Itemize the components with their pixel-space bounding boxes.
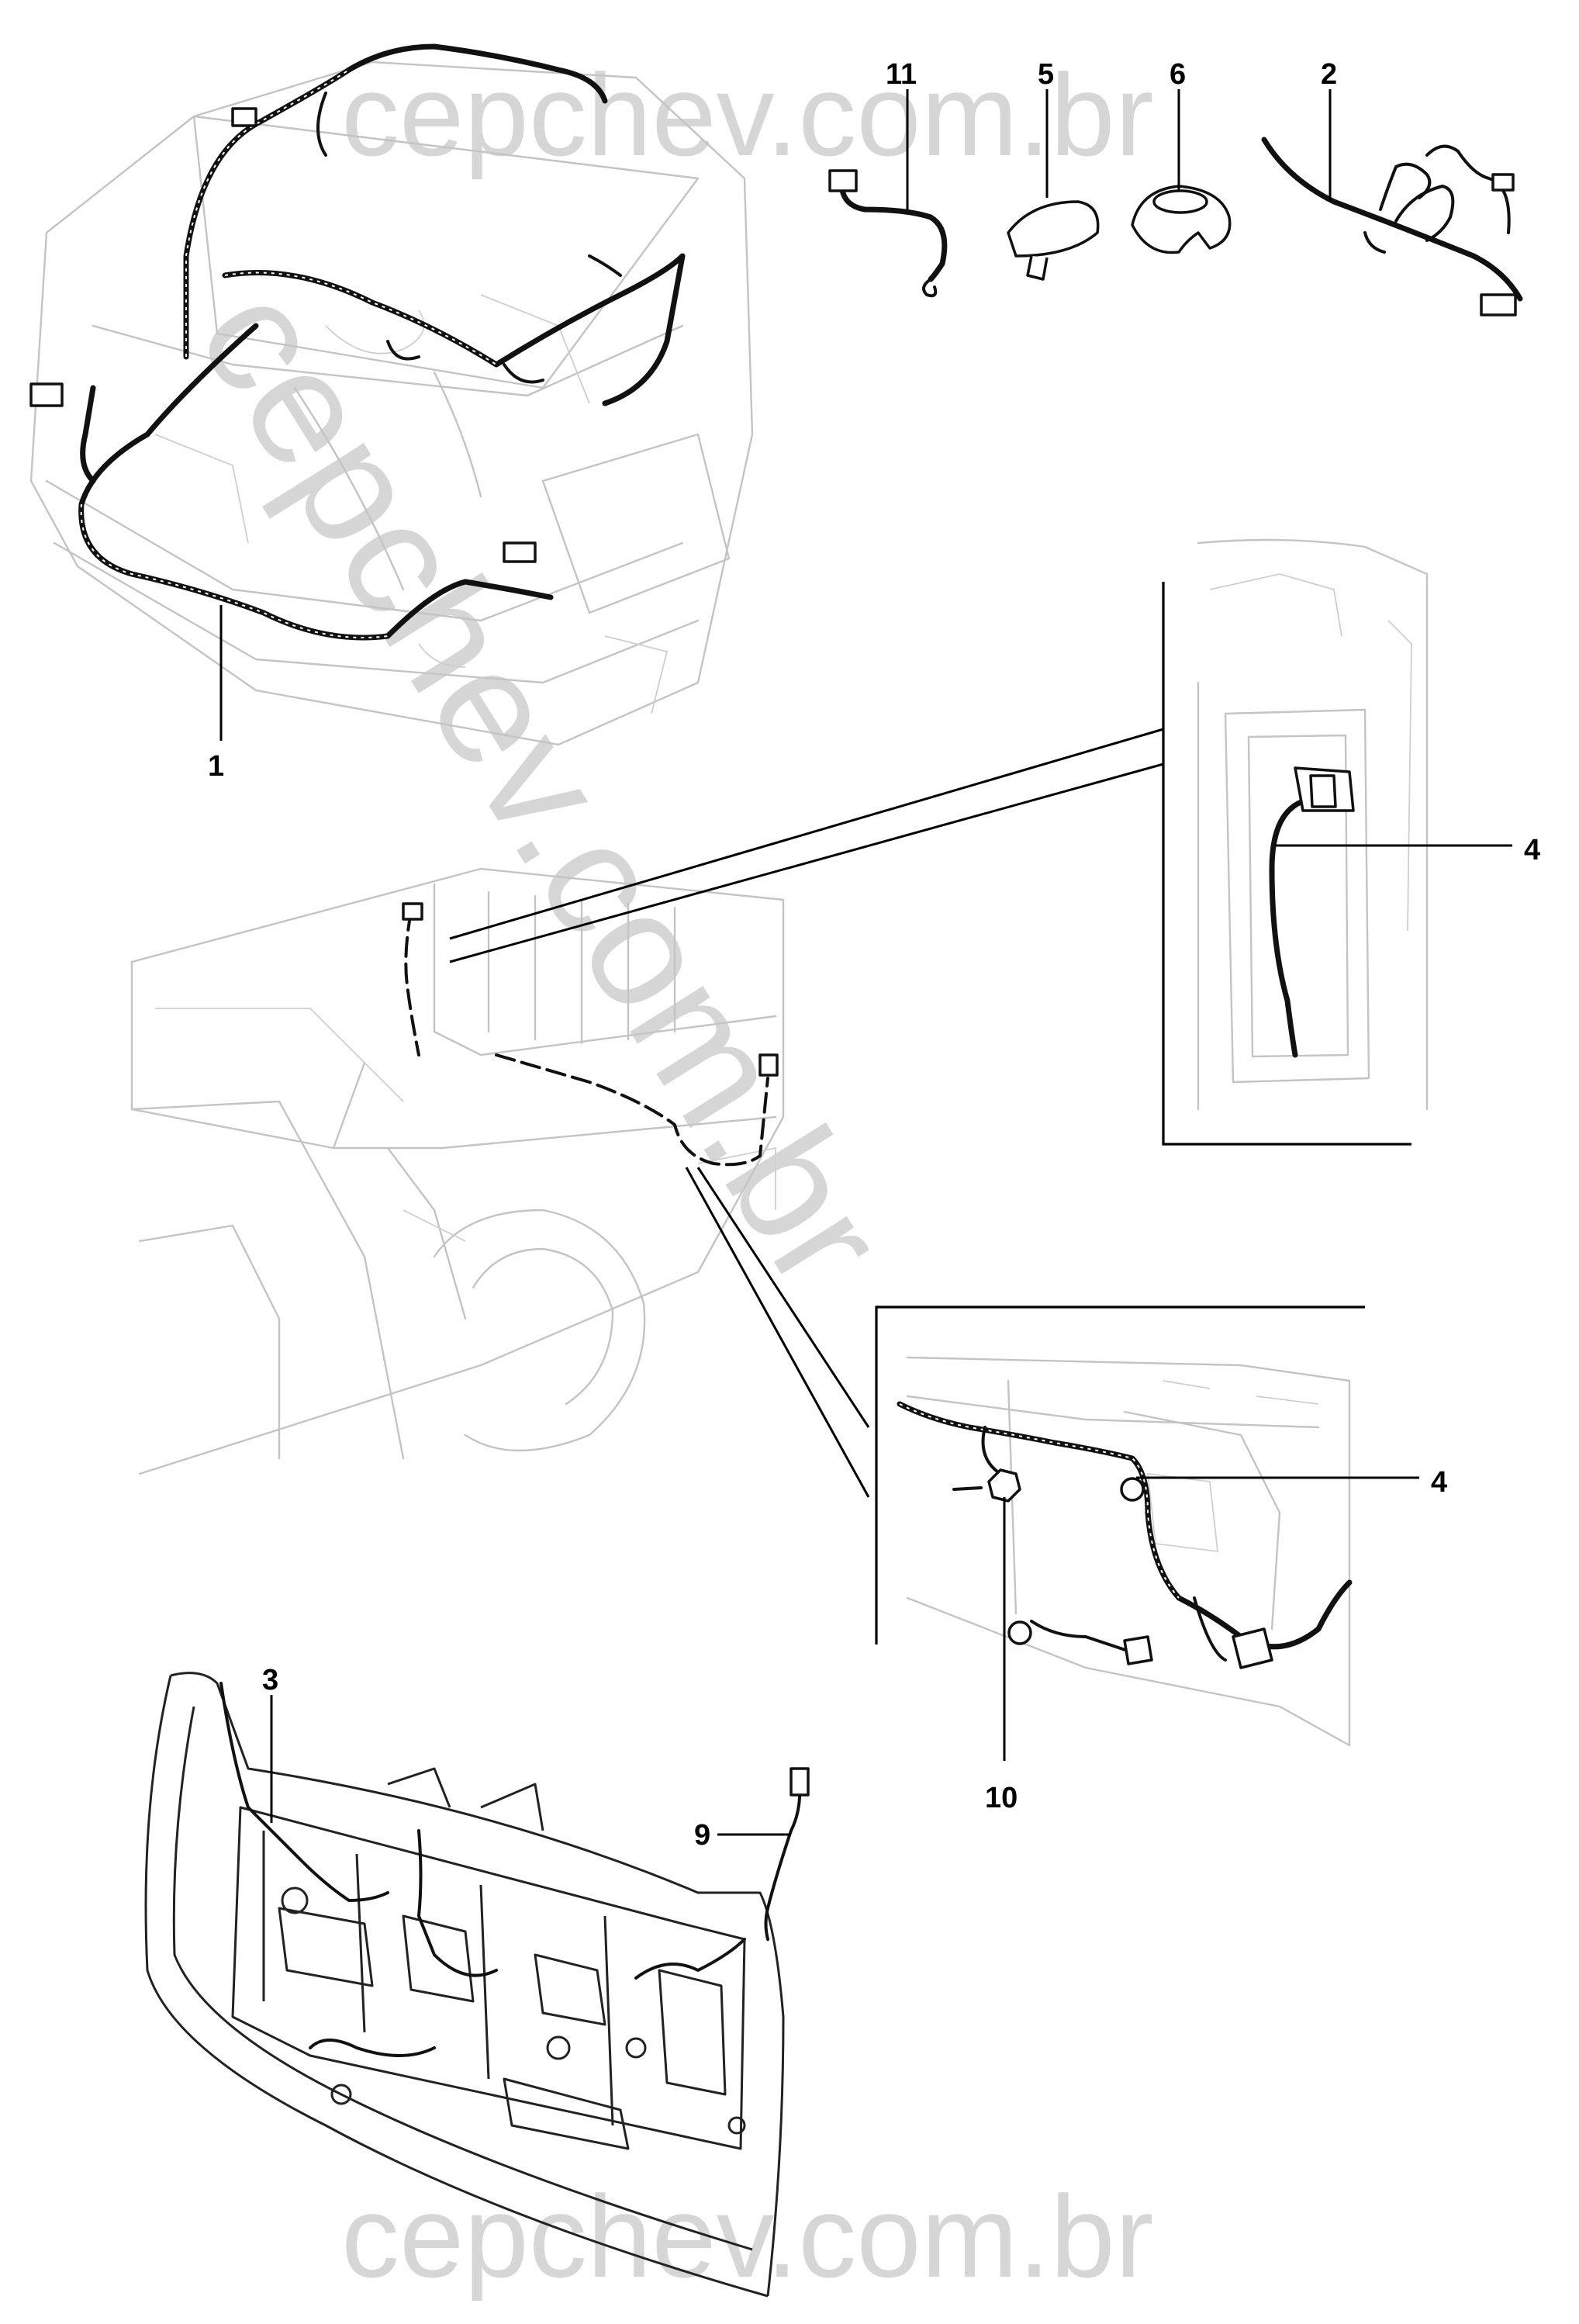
callout-3: 3 <box>262 1664 278 1696</box>
callout-10: 10 <box>985 1782 1018 1814</box>
part-5-grommet: 5 <box>1007 58 1100 281</box>
callout-9: 9 <box>694 1819 710 1852</box>
part-2-harness: 2 <box>1261 58 1523 316</box>
harness-1: 1 <box>29 43 686 783</box>
callout-1: 1 <box>208 750 224 783</box>
part-6-clip: 6 <box>1131 58 1232 254</box>
callout-6: 6 <box>1170 58 1186 91</box>
tailgate-panel-view: 3 9 <box>144 1664 810 2298</box>
callout-5: 5 <box>1038 58 1054 91</box>
watermark-bottom: cepchev.com.br <box>341 2171 1154 2302</box>
connector-icon <box>503 541 537 563</box>
connector-icon <box>1480 293 1517 316</box>
zoom-leader <box>449 763 1164 963</box>
callout-4-lower: 4 <box>1431 1466 1447 1499</box>
callout-11: 11 <box>886 58 917 91</box>
connector-icon <box>402 902 423 921</box>
connector-icon <box>828 169 858 192</box>
watermark-diagonal: cepchev.com.br <box>164 255 922 1316</box>
nut-10 <box>987 1468 1021 1503</box>
pickup-bed-view <box>130 867 785 1475</box>
connector-icon <box>1491 173 1515 192</box>
connector-icon <box>790 1767 810 1797</box>
connector-icon <box>231 107 257 127</box>
callout-2: 2 <box>1321 58 1337 91</box>
detail-box-b: 4 10 <box>875 1306 1447 1814</box>
watermark-top: cepchev.com.br <box>341 50 1154 180</box>
zoom-leader <box>696 1167 870 1428</box>
harness-4-bed-route <box>402 902 779 1167</box>
zoom-leader <box>685 1167 870 1498</box>
part-11: 11 <box>828 58 948 298</box>
connector-icon <box>758 1053 779 1077</box>
callout-4-upper: 4 <box>1524 834 1540 866</box>
detail-box-a: 4 <box>1162 538 1540 1146</box>
connector-icon <box>29 382 64 407</box>
zoom-leader <box>449 728 1164 940</box>
